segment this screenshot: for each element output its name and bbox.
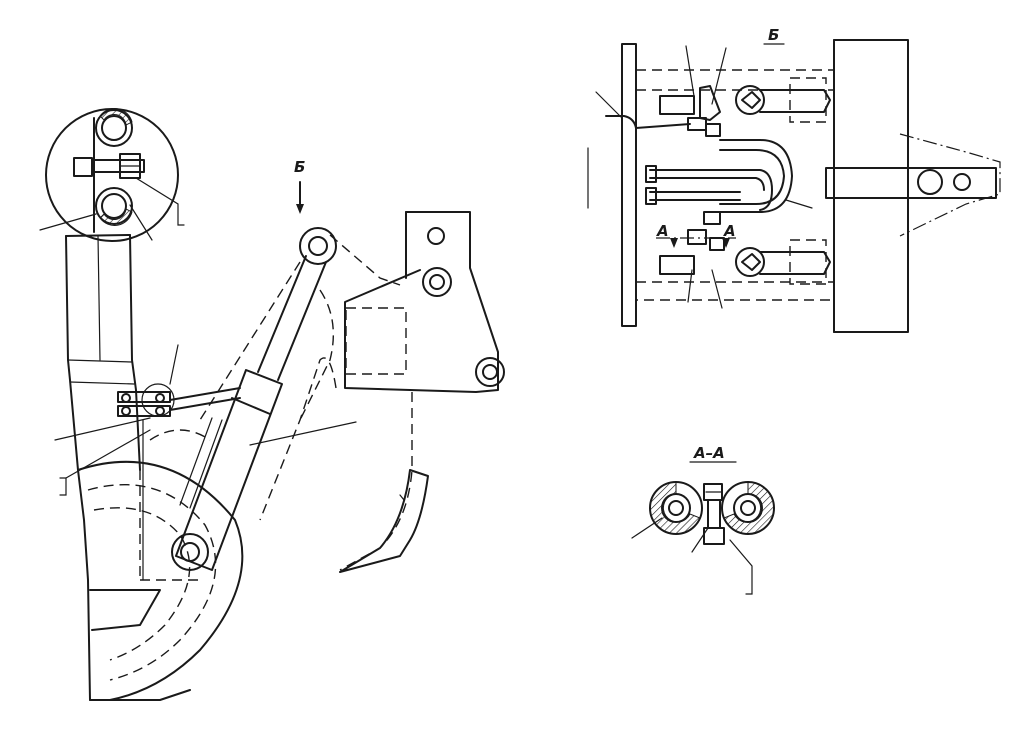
- section-a-a: А–А: [631, 444, 775, 595]
- hydraulic-cylinder: [171, 227, 357, 571]
- view-b-arrow: Б: [294, 158, 305, 214]
- shank-arc: [77, 460, 244, 701]
- ripper-bracket: [259, 211, 505, 573]
- cut-a-right-label: А: [723, 222, 736, 240]
- view-b-title: Б: [768, 26, 779, 44]
- cut-a-left-label: А: [656, 222, 669, 240]
- view-b: Б: [587, 26, 1001, 333]
- detail-callout: [39, 108, 185, 242]
- view-b-arrow-label: Б: [294, 158, 305, 176]
- section-aa-title: А–А: [693, 444, 725, 462]
- hose-clamp: [54, 344, 241, 581]
- linkage-outline: [149, 234, 401, 441]
